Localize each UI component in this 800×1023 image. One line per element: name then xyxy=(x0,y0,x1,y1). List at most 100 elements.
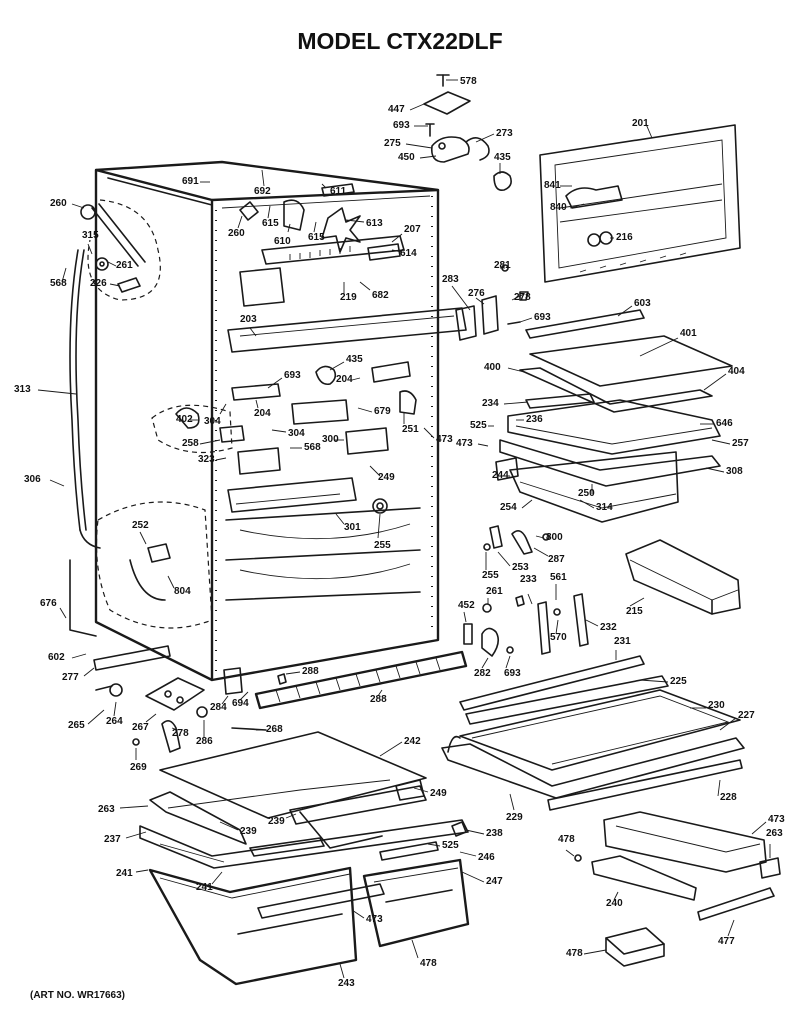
callout-leader xyxy=(617,305,633,317)
callout-269: 269 xyxy=(130,748,147,773)
callout-label: 239 xyxy=(268,816,285,827)
callout-leader xyxy=(411,939,419,959)
callout-273: 273 xyxy=(475,128,513,143)
callout-478: 478 xyxy=(566,948,607,959)
callout-label: 435 xyxy=(346,354,363,365)
callout-label: 693 xyxy=(534,312,551,323)
callout-leader xyxy=(215,457,227,461)
callout-313: 313 xyxy=(14,384,77,395)
callout-leader xyxy=(321,183,327,189)
callout-label: 300 xyxy=(322,434,339,445)
callout-label: 242 xyxy=(404,736,421,747)
callout-label: 261 xyxy=(486,586,503,597)
callout-label: 304 xyxy=(204,416,221,427)
callout-leader xyxy=(267,205,271,219)
callout-label: 268 xyxy=(266,724,283,735)
callout-268: 268 xyxy=(256,724,283,735)
callout-leader xyxy=(511,293,525,301)
callout-308: 308 xyxy=(705,466,743,477)
callout-237: 237 xyxy=(104,831,147,845)
callout-227: 227 xyxy=(719,710,755,731)
callout-232: 232 xyxy=(585,619,617,633)
callout-leader xyxy=(171,727,179,731)
callout-label: 240 xyxy=(606,898,623,909)
callout-leader xyxy=(61,267,67,283)
callout-label: 247 xyxy=(486,876,503,887)
callout-249: 249 xyxy=(413,787,447,799)
callout-242: 242 xyxy=(379,736,421,757)
callout-646: 646 xyxy=(700,418,733,429)
callout-label: 246 xyxy=(478,852,495,863)
callout-301: 301 xyxy=(335,513,361,533)
callout-275: 275 xyxy=(384,138,433,149)
callout-473: 473 xyxy=(351,909,383,925)
callout-leader xyxy=(583,949,607,955)
callout-225: 225 xyxy=(639,676,687,687)
callout-283: 283 xyxy=(442,274,471,311)
callout-215: 215 xyxy=(626,597,645,617)
callout-label: 282 xyxy=(474,668,491,679)
callout-263: 263 xyxy=(98,804,149,815)
callout-234: 234 xyxy=(482,398,529,409)
callout-leader xyxy=(287,223,291,233)
callout-243: 243 xyxy=(338,963,355,989)
callout-label: 478 xyxy=(420,958,437,969)
callout-leader xyxy=(451,285,471,311)
callout-label: 252 xyxy=(132,520,149,531)
callout-label: 241 xyxy=(196,882,213,893)
callout-leader xyxy=(221,695,229,705)
refrigerator-cabinet xyxy=(94,160,440,682)
freezer-basket-243 xyxy=(362,858,470,948)
callout-label: 243 xyxy=(338,978,355,989)
callout-452: 452 xyxy=(458,600,475,623)
upper-shelves xyxy=(495,309,733,523)
callout-230: 230 xyxy=(690,700,725,711)
callout-287: 287 xyxy=(533,547,565,565)
callout-840: 840 xyxy=(550,202,585,213)
callout-leader xyxy=(71,203,85,209)
callout-leader xyxy=(377,689,383,697)
callout-leader xyxy=(107,261,117,267)
callout-leader xyxy=(345,219,365,223)
callout-leader xyxy=(219,403,227,415)
callout-label: 201 xyxy=(632,118,649,129)
callout-691: 691 xyxy=(182,176,210,187)
callout-leader xyxy=(369,465,381,477)
callout-leader xyxy=(477,443,489,447)
callout-label: 232 xyxy=(600,622,617,633)
callout-277: 277 xyxy=(62,667,95,683)
callout-label: 682 xyxy=(372,290,389,301)
callout-252: 252 xyxy=(132,520,149,545)
callout-leader xyxy=(391,249,403,253)
callout-label: 301 xyxy=(344,522,361,533)
callout-label: 265 xyxy=(68,720,85,731)
callout-leader xyxy=(727,919,735,937)
callout-label: 313 xyxy=(14,384,31,395)
callout-276: 276 xyxy=(468,288,485,305)
callout-label: 435 xyxy=(494,152,511,163)
callout-207: 207 xyxy=(391,224,421,243)
callout-label: 284 xyxy=(210,702,227,713)
callout-478: 478 xyxy=(558,834,575,857)
callout-leader xyxy=(139,531,147,545)
callout-label: 229 xyxy=(506,812,523,823)
callout-477: 477 xyxy=(718,919,735,947)
callout-leader xyxy=(83,667,95,677)
callout-leader xyxy=(527,593,533,605)
callout-label: 304 xyxy=(288,428,305,439)
callout-304: 304 xyxy=(204,403,227,427)
middle-small-parts xyxy=(463,525,589,657)
callout-label: 283 xyxy=(442,274,459,285)
callout-label: 693 xyxy=(504,668,521,679)
callout-leader xyxy=(419,155,437,159)
callout-leader xyxy=(135,869,149,873)
callout-label: 694 xyxy=(232,698,249,709)
callout-label: 219 xyxy=(340,292,357,303)
callout-label: 203 xyxy=(240,314,257,325)
callout-leader xyxy=(285,671,301,675)
callout-284: 284 xyxy=(210,695,229,713)
callout-leader xyxy=(249,327,257,337)
callout-leader xyxy=(267,377,283,389)
callout-473: 473 xyxy=(456,438,489,449)
callout-568: 568 xyxy=(50,267,67,289)
